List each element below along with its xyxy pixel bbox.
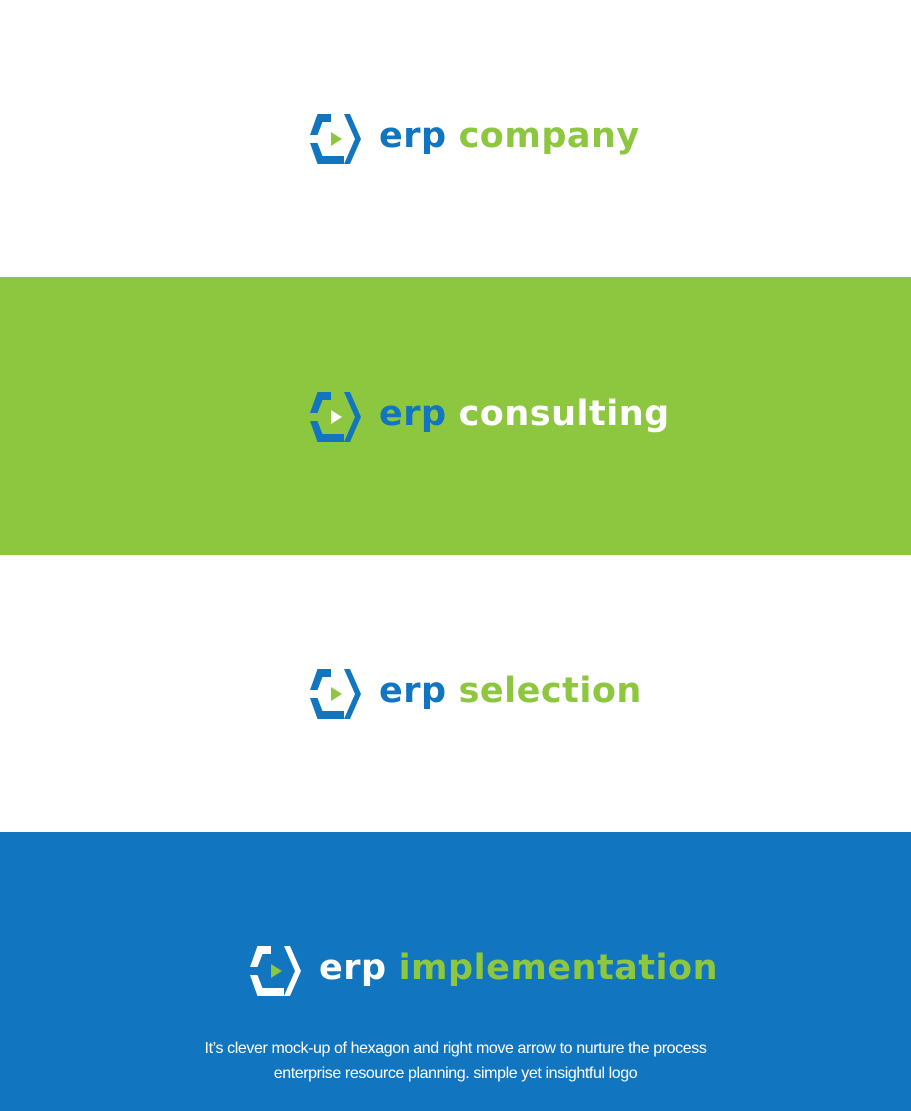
logo-word-consulting: consulting xyxy=(458,394,670,434)
logo-word-erp: erp xyxy=(379,671,447,711)
logo-erp-company: erp company xyxy=(300,110,640,168)
logo-word-implementation: implementation xyxy=(398,948,718,988)
hexagon-play-icon xyxy=(310,114,361,164)
description-line-1: It’s clever mock-up of hexagon and right… xyxy=(204,1040,707,1057)
logo-erp-implementation: erp implementation xyxy=(240,942,718,1000)
logo-word-erp: erp xyxy=(379,116,447,156)
hexagon-play-icon xyxy=(310,392,361,442)
logo-erp-selection: erp selection xyxy=(300,665,642,723)
logo-word-erp: erp xyxy=(379,394,447,434)
logo-word-selection: selection xyxy=(458,671,642,711)
logo-panel-company: erp company xyxy=(0,0,911,277)
logo-word-erp: erp xyxy=(319,948,387,988)
logo-panel-selection: erp selection xyxy=(0,555,911,832)
logo-erp-consulting: erp consulting xyxy=(300,388,670,446)
hexagon-play-icon xyxy=(250,946,301,996)
logo-panel-consulting: erp consulting xyxy=(0,277,911,555)
logo-description: It’s clever mock-up of hexagon and right… xyxy=(0,1036,911,1086)
description-line-2: enterprise resource planning. simple yet… xyxy=(273,1065,638,1082)
hexagon-play-icon xyxy=(310,669,361,719)
logo-word-company: company xyxy=(458,116,640,156)
logo-panel-implementation: erp implementation It’s clever mock-up of… xyxy=(0,832,911,1111)
